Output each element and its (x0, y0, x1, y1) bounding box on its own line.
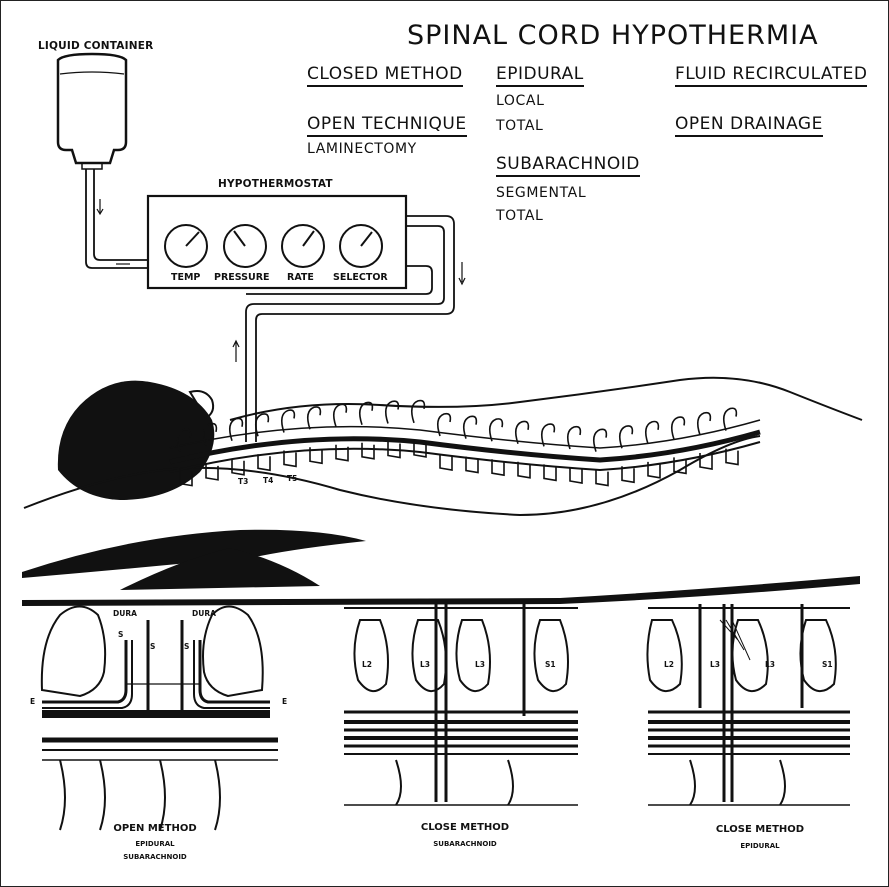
vertebra-label-t3: T3 (238, 477, 249, 486)
hypothermostat-label: HYPOTHERMOSTAT (218, 178, 333, 190)
local-label: LOCAL (496, 93, 545, 109)
dial-label-temp: TEMP (171, 272, 201, 283)
epi-label-l3b: L3 (765, 660, 775, 669)
vertebra-segment (462, 415, 479, 474)
vertebra-segment (358, 401, 375, 460)
liquid-container-bottle (56, 52, 128, 170)
hypothermostat-box (146, 194, 408, 290)
segmental-label: SEGMENTAL (496, 185, 587, 201)
vertebra-segment (618, 425, 635, 484)
vertebra-segment (280, 409, 297, 468)
vertebra-segment (670, 416, 687, 475)
close-epidural-caption: CLOSE METHOD (715, 824, 805, 835)
open-method-caption: OPEN METHOD (113, 823, 197, 834)
sub-label-l3a: L3 (420, 660, 430, 669)
vertebra-segment (436, 412, 453, 471)
fluid-recirculated-heading: FLUID RECIRCULATED (675, 64, 868, 87)
s-label-3: S (184, 642, 190, 651)
liquid-container-label: LIQUID CONTAINER (38, 40, 154, 52)
sub-label-s1: S1 (545, 660, 556, 669)
vertebra-segment (592, 428, 609, 487)
open-drainage-heading: OPEN DRAINAGE (675, 114, 823, 137)
e-label-left: E (30, 697, 36, 706)
diagram-title: SPINAL CORD HYPOTHERMIA (407, 20, 819, 51)
epi-label-l3a: L3 (710, 660, 720, 669)
sub-label-l2: L2 (362, 660, 372, 669)
open-technique-heading: OPEN TECHNIQUE (307, 114, 467, 137)
laminectomy-label: LAMINECTOMY (307, 141, 417, 157)
patient-body (22, 376, 863, 606)
return-tubes (232, 215, 466, 442)
dial-selector (339, 224, 383, 268)
vertebra-segment (696, 411, 713, 470)
s-label-2: S (150, 642, 156, 651)
dial-label-pressure: PRESSURE (214, 272, 270, 283)
s-label-1: S (118, 630, 124, 639)
dura-label-left: DURA (113, 609, 137, 618)
open-method-sub2: SUBARACHNOID (123, 853, 187, 861)
dura-label-right: DURA (192, 609, 216, 618)
vertebra-segment (514, 420, 531, 479)
vertebra-segment (306, 406, 323, 465)
vertebra-label-t4: T4 (263, 476, 274, 485)
vertebra-segment (254, 413, 271, 472)
dial-rate (281, 224, 325, 268)
vertebra-segment (722, 407, 739, 466)
spine-vertebrae (176, 399, 739, 487)
e-label-right: E (282, 697, 288, 706)
vertebra-segment (488, 418, 505, 477)
close-subarachnoid-caption: CLOSE METHOD (420, 822, 510, 833)
vertebra-segment (540, 423, 557, 482)
panel-close-subarachnoid (344, 604, 578, 806)
vertebra-segment (410, 399, 427, 458)
total-label-1: TOTAL (496, 118, 544, 134)
dial-label-selector: SELECTOR (333, 272, 388, 283)
epi-label-l2: L2 (664, 660, 674, 669)
vertebra-segment (176, 428, 193, 487)
supply-tubes (85, 169, 148, 269)
panel-close-epidural (646, 604, 850, 806)
panel-open-method (40, 605, 278, 831)
close-epidural-sub: EPIDURAL (740, 842, 780, 850)
epidural-heading: EPIDURAL (496, 64, 584, 87)
close-subarachnoid-sub: SUBARACHNOID (433, 840, 497, 848)
dial-temp (164, 224, 208, 268)
vertebra-segment (644, 420, 661, 479)
closed-method-heading: CLOSED METHOD (307, 64, 463, 87)
open-method-sub1: EPIDURAL (135, 840, 175, 848)
subarachnoid-heading: SUBARACHNOID (496, 154, 640, 177)
vertebra-segment (384, 400, 401, 459)
total-label-2: TOTAL (496, 208, 544, 224)
vertebra-segment (566, 425, 583, 484)
vertebra-segment (332, 403, 349, 462)
vertebra-label-t5: T5 (287, 474, 298, 483)
epi-label-s1: S1 (822, 660, 833, 669)
sub-label-l3b: L3 (475, 660, 485, 669)
vertebra-segment (228, 417, 245, 476)
dial-pressure (223, 224, 267, 268)
dial-label-rate: RATE (287, 272, 314, 283)
vertebra-segment (202, 422, 219, 481)
